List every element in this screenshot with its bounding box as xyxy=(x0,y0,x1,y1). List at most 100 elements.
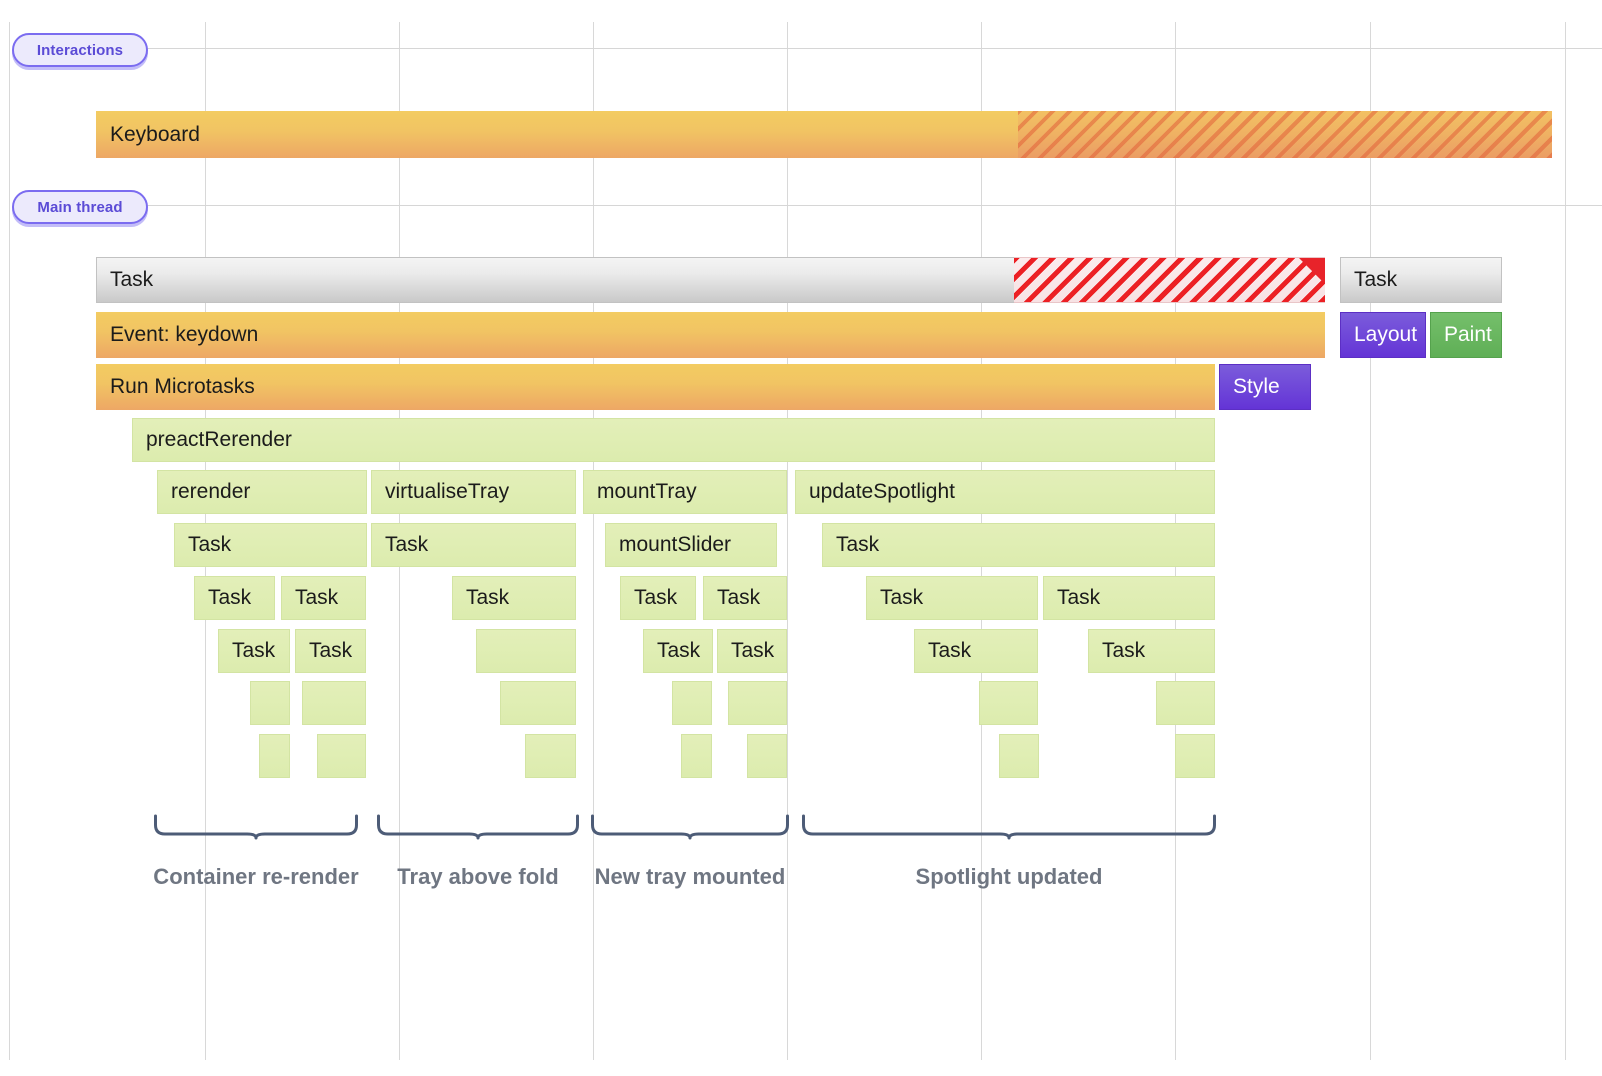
brace-new-tray-mounted xyxy=(591,814,789,840)
paint[interactable]: Paint xyxy=(1430,312,1502,358)
task-l3-f-label: Task xyxy=(880,586,924,609)
rerender[interactable]: rerender xyxy=(157,470,367,514)
track-divider-0 xyxy=(145,48,1602,49)
brace-path xyxy=(377,814,579,840)
task-l6-b[interactable] xyxy=(317,734,366,778)
track-pill-label: Main thread xyxy=(37,198,123,216)
task-l3-c[interactable]: Task xyxy=(452,576,576,620)
keyboard-interaction[interactable]: Keyboard xyxy=(96,111,1018,158)
task-l4-d-label: Task xyxy=(657,639,701,662)
track-pill-label: Interactions xyxy=(36,41,124,59)
paint-label: Paint xyxy=(1444,323,1492,346)
track-divider-1 xyxy=(145,205,1602,206)
task-l3-b[interactable]: Task xyxy=(281,576,366,620)
task-l6-e[interactable] xyxy=(747,734,787,778)
task-l6-d[interactable] xyxy=(681,734,712,778)
task-l5-c[interactable] xyxy=(500,681,576,725)
task-virtualise-label: Task xyxy=(385,533,429,556)
task-l3-e-label: Task xyxy=(717,586,761,609)
task-l4-f-label: Task xyxy=(928,639,972,662)
gridline-vertical-8 xyxy=(1565,22,1566,1060)
task-trailing[interactable]: Task xyxy=(1340,257,1502,303)
track-pill-interactions[interactable]: Interactions xyxy=(12,33,148,67)
task-trailing-label: Task xyxy=(1354,268,1398,291)
task-l3-g[interactable]: Task xyxy=(1043,576,1215,620)
mount-slider[interactable]: mountSlider xyxy=(605,523,777,567)
layout[interactable]: Layout xyxy=(1340,312,1426,358)
gridline-vertical-7 xyxy=(1370,22,1371,1060)
annotation-label-container-re-render: Container re-render xyxy=(153,864,359,889)
virtualise-tray-label: virtualiseTray xyxy=(385,480,510,503)
task-l5-f[interactable] xyxy=(979,681,1038,725)
task-l4-g[interactable]: Task xyxy=(1088,629,1215,673)
annotation-label-spotlight-updated: Spotlight updated xyxy=(915,864,1103,889)
brace-path xyxy=(802,814,1216,840)
preact-rerender-label: preactRerender xyxy=(146,428,292,451)
task-l6-g[interactable] xyxy=(1175,734,1215,778)
task-l3-f[interactable]: Task xyxy=(866,576,1038,620)
keyboard-interaction-overrun[interactable] xyxy=(1018,111,1552,158)
style-label: Style xyxy=(1233,375,1280,398)
task-l5-b[interactable] xyxy=(302,681,366,725)
gridline-vertical-0 xyxy=(9,22,10,1060)
task-spotlight[interactable]: Task xyxy=(822,523,1215,567)
task-l4-b-label: Task xyxy=(309,639,353,662)
task-l5-e[interactable] xyxy=(728,681,787,725)
task-l3-g-label: Task xyxy=(1057,586,1101,609)
preact-rerender[interactable]: preactRerender xyxy=(132,418,1215,462)
brace-container-re-render xyxy=(154,814,358,840)
brace-path xyxy=(591,814,789,840)
task-rerender-label: Task xyxy=(188,533,232,556)
task-virtualise[interactable]: Task xyxy=(371,523,576,567)
track-pill-main-thread[interactable]: Main thread xyxy=(12,190,148,224)
virtualise-tray[interactable]: virtualiseTray xyxy=(371,470,576,514)
annotation-label-tray-above-fold: Tray above fold xyxy=(397,864,559,889)
task-l4-e[interactable]: Task xyxy=(717,629,787,673)
update-spotlight-label: updateSpotlight xyxy=(809,480,955,503)
task-l3-b-label: Task xyxy=(295,586,339,609)
task-l4-e-label: Task xyxy=(731,639,775,662)
keyboard-interaction-label: Keyboard xyxy=(110,122,200,146)
task-l3-a-label: Task xyxy=(208,586,252,609)
task-main-label: Task xyxy=(110,268,154,291)
update-spotlight[interactable]: updateSpotlight xyxy=(795,470,1215,514)
run-microtasks[interactable]: Run Microtasks xyxy=(96,364,1215,410)
task-l4-a-label: Task xyxy=(232,639,276,662)
brace-tray-above-fold xyxy=(377,814,579,840)
task-l6-c[interactable] xyxy=(525,734,576,778)
task-l5-a[interactable] xyxy=(250,681,290,725)
task-l4-c[interactable] xyxy=(476,629,576,673)
task-main-long-task-overrun[interactable] xyxy=(1014,257,1325,303)
annotation-label-new-tray-mounted: New tray mounted xyxy=(594,864,786,889)
mount-slider-label: mountSlider xyxy=(619,533,732,556)
task-l5-g[interactable] xyxy=(1156,681,1215,725)
gridline-vertical-4 xyxy=(787,22,788,1060)
style[interactable]: Style xyxy=(1219,364,1311,410)
task-l4-f[interactable]: Task xyxy=(914,629,1038,673)
mount-tray-label: mountTray xyxy=(597,480,697,503)
long-task-warning-corner-icon xyxy=(1299,258,1325,284)
brace-spotlight-updated xyxy=(802,814,1216,840)
task-rerender[interactable]: Task xyxy=(174,523,367,567)
task-l6-f[interactable] xyxy=(999,734,1039,778)
task-l3-a[interactable]: Task xyxy=(194,576,275,620)
task-spotlight-label: Task xyxy=(836,533,880,556)
layout-label: Layout xyxy=(1354,323,1418,346)
event-keydown[interactable]: Event: keydown xyxy=(96,312,1325,358)
task-l6-a[interactable] xyxy=(259,734,290,778)
task-l3-d[interactable]: Task xyxy=(620,576,696,620)
task-l3-d-label: Task xyxy=(634,586,678,609)
event-keydown-label: Event: keydown xyxy=(110,323,259,346)
mount-tray[interactable]: mountTray xyxy=(583,470,787,514)
task-l4-a[interactable]: Task xyxy=(218,629,290,673)
task-l4-d[interactable]: Task xyxy=(643,629,713,673)
rerender-label: rerender xyxy=(171,480,251,503)
task-main[interactable]: Task xyxy=(96,257,1018,303)
task-l4-b[interactable]: Task xyxy=(295,629,366,673)
task-l5-d[interactable] xyxy=(672,681,712,725)
brace-path xyxy=(154,814,358,840)
task-l3-e[interactable]: Task xyxy=(703,576,787,620)
run-microtasks-label: Run Microtasks xyxy=(110,375,255,398)
task-l4-g-label: Task xyxy=(1102,639,1146,662)
